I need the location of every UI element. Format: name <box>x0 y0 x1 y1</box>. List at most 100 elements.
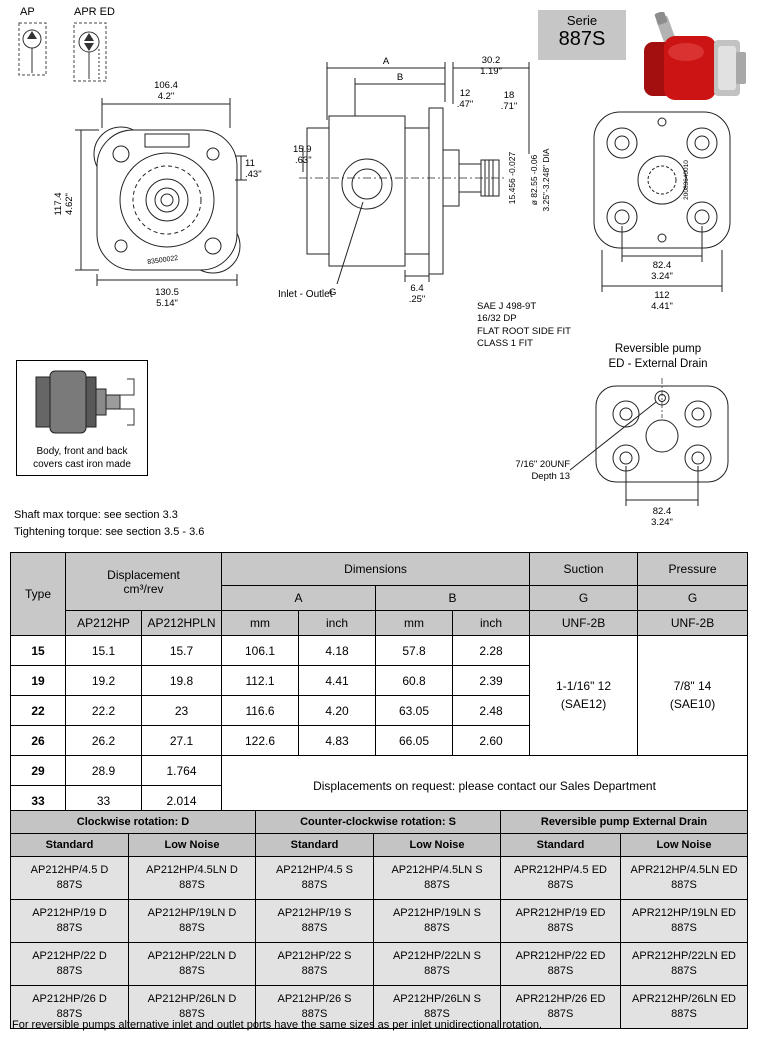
sub-standard-3: Standard <box>500 833 622 857</box>
col-a-mm-header: mm <box>221 610 300 636</box>
cell-type: 29 <box>10 755 66 786</box>
drain-thread-label: 7/16" 20UNF Depth 13 <box>496 459 570 483</box>
suction-g-header: G <box>529 585 639 611</box>
cast-iron-caption: Body, front and back covers cast iron ma… <box>17 446 147 471</box>
reversible-title: Reversible pump ED - External Drain <box>570 342 746 372</box>
cell-a-mm: 116.6 <box>221 695 300 726</box>
reversible-title-line2: ED - External Drain <box>608 357 708 370</box>
side-dim-12-mm: 12 <box>460 88 471 99</box>
spec-table: Type Displacement cm³/rev Dimensions Suc… <box>10 552 749 816</box>
shaft-torque-note: Shaft max torque: see section 3.3 <box>14 509 178 521</box>
serie-box: Serie 887S <box>538 10 626 60</box>
cell-b-mm: 60.8 <box>375 665 454 696</box>
displacement-label: Displacement <box>107 567 180 582</box>
front-width-mm: 106.4 <box>154 80 178 91</box>
side-dim-302-in: 1.19" <box>480 66 502 77</box>
order-code: AP212HP/4.5 S 887S <box>255 856 374 900</box>
suction-value: 1-1/16" 12 (SAE12) <box>529 635 639 756</box>
back-dim-112-in: 4.41" <box>651 301 673 312</box>
cell-b-inch: 2.60 <box>452 725 531 756</box>
cast-iron-caption-line1: Body, front and back <box>36 446 128 457</box>
side-dim-159-in: .63" <box>295 155 312 166</box>
order-row: AP212HP/4.5 D 887S AP212HP/4.5LN D 887S … <box>10 856 749 900</box>
order-code: AP212HP/26 D 887S <box>10 985 129 1029</box>
pressure-unf-header: UNF-2B <box>637 610 749 636</box>
order-code: AP212HP/26LN D 887S <box>128 985 256 1029</box>
order-code: APR212HP/22 ED 887S <box>500 942 622 986</box>
pump-symbol-ap-icon <box>18 22 47 76</box>
spec-row-22: 22 22.2 23 116.6 4.20 63.05 2.48 <box>10 695 748 726</box>
order-code: AP212HP/22 D 887S <box>10 942 129 986</box>
cell-apln: 23 <box>140 695 223 726</box>
cell-ap: 15.1 <box>65 635 142 666</box>
cell-a-inch: 4.20 <box>298 695 377 726</box>
serie-label: Serie <box>566 13 598 28</box>
order-code: AP212HP/4.5 D 887S <box>10 856 129 900</box>
spec-row-15: 15 15.1 15.7 106.1 4.18 57.8 2.28 1-1/16… <box>10 635 749 756</box>
side-dim-18-mm: 18 <box>504 90 515 101</box>
cell-b-inch: 2.28 <box>452 635 531 666</box>
displacements-request-note: Displacements on request: please contact… <box>221 755 749 816</box>
back-view: 20083640010 82.4 3.24" 112 4.41" <box>572 106 750 321</box>
spec-row-29: 29 28.9 1.764 Displacements on request: … <box>10 755 749 816</box>
col-displacement-header: Displacement cm³/rev <box>64 552 223 611</box>
cell-apln: 19.8 <box>140 665 223 696</box>
reversible-title-line1: Reversible pump <box>614 343 702 355</box>
reversible-dim-in: 3.24" <box>651 517 673 528</box>
cell-ap: 22.2 <box>65 695 142 726</box>
symbol-ap: AP <box>16 6 50 86</box>
cell-b-mm: 66.05 <box>375 725 454 756</box>
cell-apln: 15.7 <box>140 635 223 666</box>
cell-ap: 19.2 <box>65 665 142 696</box>
side-dim-64-mm: 6.4 <box>410 283 423 294</box>
front-height-mm: 117.4 <box>53 192 64 215</box>
suction-unf-header: UNF-2B <box>529 610 639 636</box>
sub-standard-1: Standard <box>10 833 129 857</box>
front-total-in: 5.14" <box>156 298 178 309</box>
front-view: 106.4 4.2" 11 .43" 117.4 4.62" 130.5 5.1… <box>45 76 285 321</box>
order-row: AP212HP/22 D 887S AP212HP/22LN D 887S AP… <box>10 942 749 986</box>
symbol-apred: APR ED <box>70 6 115 90</box>
cell-ap: 26.2 <box>65 725 142 756</box>
order-row: AP212HP/19 D 887S AP212HP/19LN D 887S AP… <box>10 899 749 943</box>
reversible-view: 82.4 3.24" <box>568 374 753 537</box>
col-a-header: A <box>221 585 377 611</box>
sub-lownoise-1: Low Noise <box>128 833 256 857</box>
order-code: AP212HP/19 D 887S <box>10 899 129 943</box>
cell-type: 26 <box>10 725 66 756</box>
side-dim-b: B <box>397 72 403 83</box>
pressure-g-header: G <box>637 585 749 611</box>
spec-table-wrap: Type Displacement cm³/rev Dimensions Suc… <box>10 552 749 816</box>
serie-value: 887S <box>558 28 606 50</box>
side-dim-302-mm: 30.2 <box>482 55 501 66</box>
sub-standard-2: Standard <box>255 833 374 857</box>
cell-b-mm: 63.05 <box>375 695 454 726</box>
spec-header-row-3: AP212HP AP212HPLN mm inch mm inch UNF-2B… <box>11 610 749 636</box>
spline-spec-note: SAE J 498-9T 16/32 DP FLAT ROOT SIDE FIT… <box>477 301 571 350</box>
order-code: AP212HP/19LN D 887S <box>128 899 256 943</box>
order-sub-header-row: Standard Low Noise Standard Low Noise St… <box>10 833 749 857</box>
side-dim-a: A <box>383 56 390 67</box>
order-code: APR212HP/19LN ED 887S <box>620 899 749 943</box>
front-height-in: 4.62" <box>64 193 75 215</box>
inlet-outlet-label: Inlet - Outlet <box>278 289 333 300</box>
side-dim-159-mm: 15.9 <box>293 144 312 155</box>
order-code: AP212HP/22LN D 887S <box>128 942 256 986</box>
sub-lownoise-2: Low Noise <box>372 833 502 857</box>
pump-symbol-apred-icon <box>73 22 107 82</box>
spline-line-3: FLAT ROOT SIDE FIT <box>477 325 571 337</box>
side-view-drawing: A B 30.2 1.19" 12 .47" 18 .71" 15.9 .63"… <box>293 55 551 305</box>
spline-line-1: SAE J 498-9T <box>477 301 537 312</box>
cell-type: 22 <box>10 695 66 726</box>
order-code: AP212HP/4.5LN S 887S <box>372 856 502 900</box>
order-code: APR212HP/4.5 ED 887S <box>500 856 622 900</box>
order-code: APR212HP/26 ED 887S <box>500 985 622 1029</box>
cell-b-inch: 2.39 <box>452 665 531 696</box>
col-suction-header: Suction <box>529 552 639 586</box>
col-ap212hp-header: AP212HP <box>65 610 142 636</box>
order-code: AP212HP/4.5LN D 887S <box>128 856 256 900</box>
cast-iron-pump-icon <box>35 370 135 434</box>
cell-apln: 1.764 <box>140 755 223 786</box>
symbol-apred-label: APR ED <box>74 6 115 18</box>
cell-a-mm: 122.6 <box>221 725 300 756</box>
